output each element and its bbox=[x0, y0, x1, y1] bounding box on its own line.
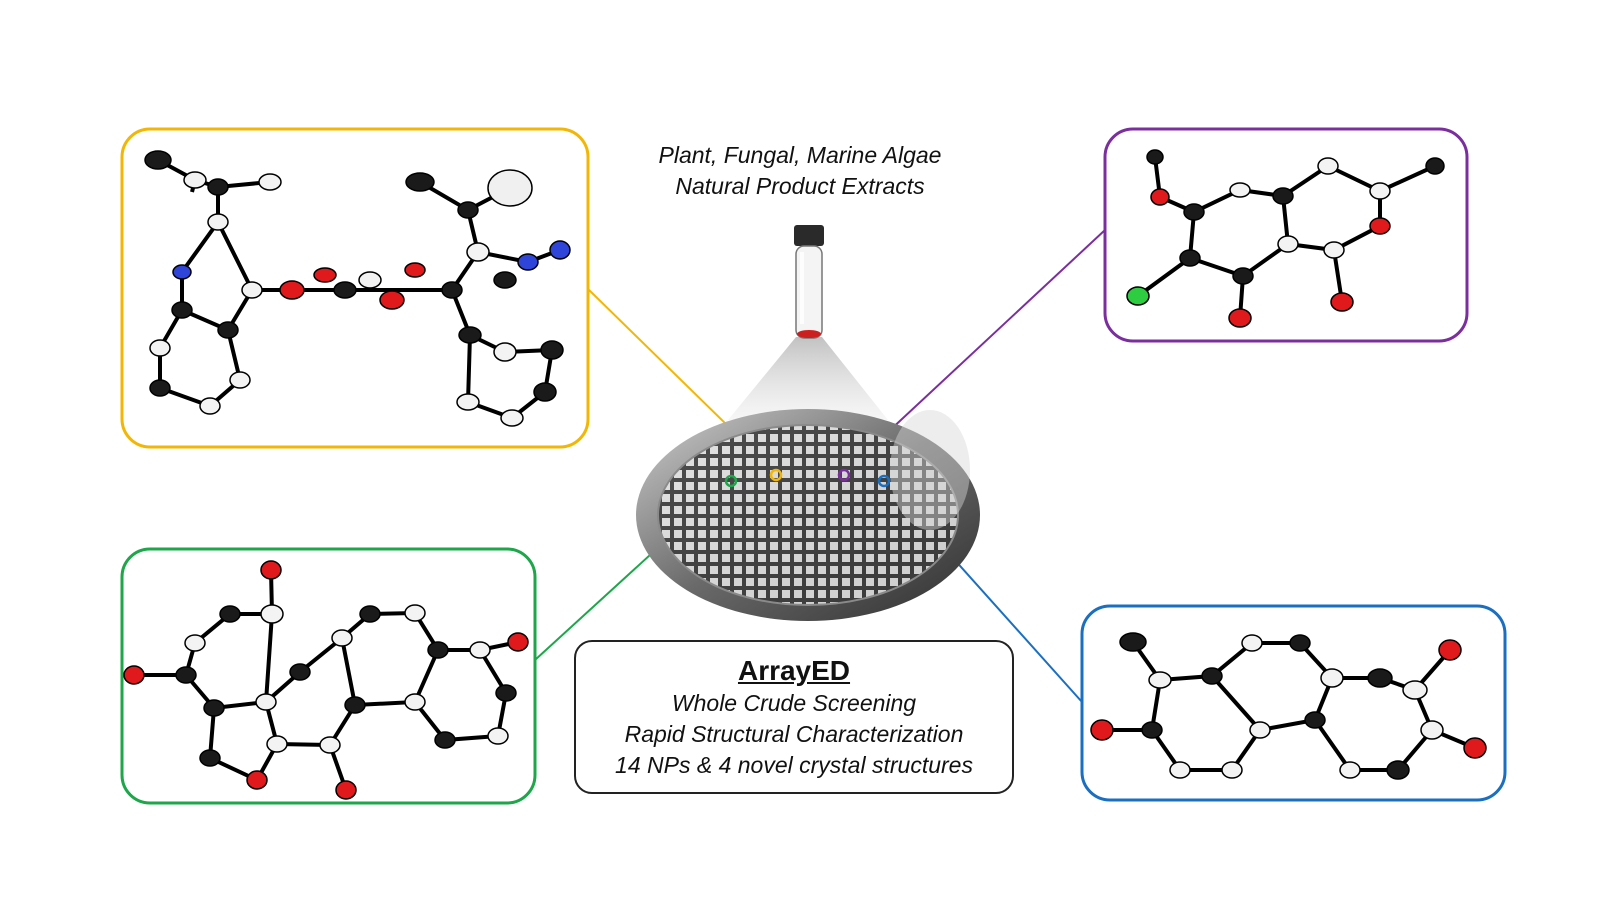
focal-point-yellow bbox=[769, 468, 783, 482]
info-line-1: Whole Crude Screening bbox=[671, 690, 917, 716]
em-grid-icon bbox=[636, 409, 980, 621]
atoms-blue bbox=[1090, 632, 1487, 780]
sample-vial-icon bbox=[794, 225, 824, 339]
info-line-3: 14 NPs & 4 novel crystal structures bbox=[615, 752, 973, 778]
atoms-purple bbox=[1126, 149, 1445, 328]
blue-structure-box bbox=[1080, 604, 1507, 802]
extract-caption: Plant, Fungal, Marine Algae Natural Prod… bbox=[600, 140, 1000, 202]
molecule-blue bbox=[1102, 640, 1476, 772]
light-cone bbox=[728, 337, 888, 420]
focal-point-blue bbox=[877, 474, 891, 488]
info-line-2: Rapid Structural Characterization bbox=[624, 721, 964, 747]
caption-line-1: Plant, Fungal, Marine Algae bbox=[658, 142, 942, 168]
focal-point-green bbox=[724, 474, 738, 488]
atoms-green bbox=[123, 560, 529, 800]
arrayed-title: ArrayED bbox=[737, 655, 851, 686]
atoms-yellow bbox=[144, 150, 571, 427]
caption-line-2: Natural Product Extracts bbox=[675, 173, 925, 199]
focal-point-purple bbox=[837, 468, 851, 482]
arrayed-info-box: ArrayED Whole Crude Screening Rapid Stru… bbox=[574, 640, 1014, 794]
